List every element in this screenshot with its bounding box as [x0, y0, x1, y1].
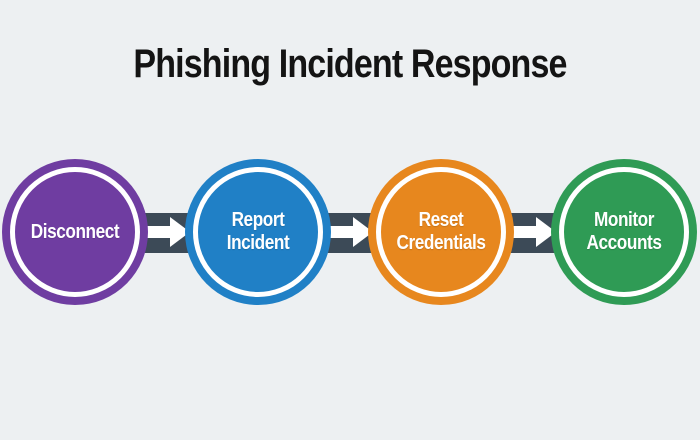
step-circle-disconnect: Disconnect	[2, 159, 148, 305]
page-title: Phishing Incident Response	[133, 42, 567, 86]
step-label: Disconnect	[30, 220, 120, 243]
step-circle-reset-credentials: Reset Credentials	[368, 159, 514, 305]
right-arrow-icon	[327, 212, 373, 252]
right-arrow-icon	[144, 212, 190, 252]
step-circle-report-incident: Report Incident	[185, 159, 331, 305]
step-label: Report Incident	[226, 209, 290, 254]
step-circle-monitor-accounts: Monitor Accounts	[551, 159, 697, 305]
right-arrow-icon	[510, 212, 556, 252]
step-label: Monitor Accounts	[586, 209, 662, 254]
step-label: Reset Credentials	[396, 209, 486, 254]
